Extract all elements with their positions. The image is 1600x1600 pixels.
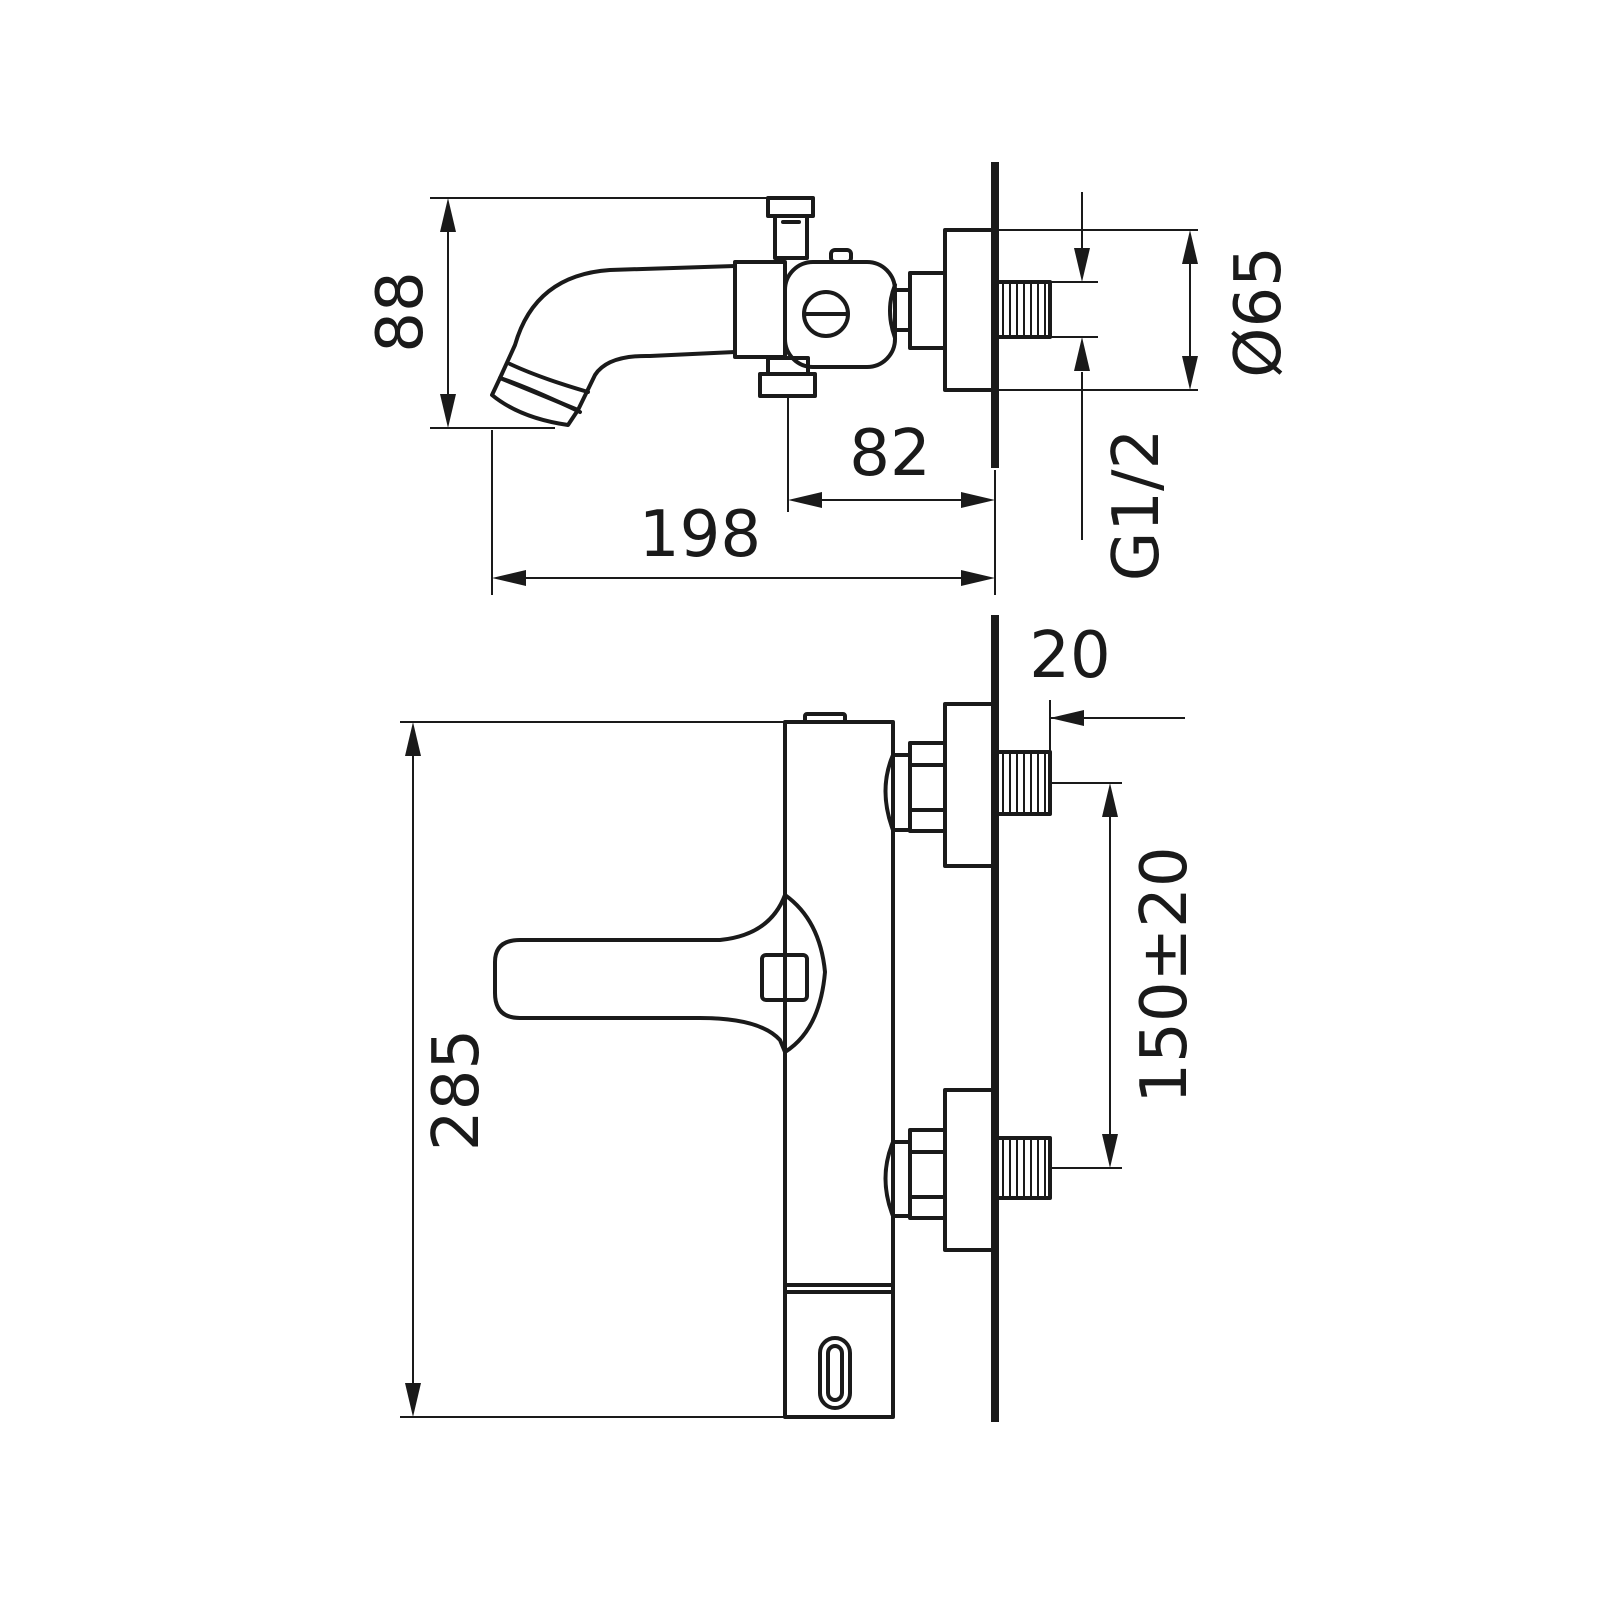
bottom-outlet-slot — [818, 1336, 852, 1410]
dim-label-198: 198 — [639, 498, 761, 572]
lower-rosette — [943, 1088, 997, 1252]
top-diverter-housing — [733, 260, 787, 359]
top-view: 88 Ø65 G1/2 82 — [364, 162, 1296, 595]
thermostat-column — [783, 720, 895, 1419]
dim-label-150: 150±20 — [1128, 846, 1202, 1103]
dim-150 — [1050, 782, 1122, 1169]
upper-rosette — [943, 702, 997, 868]
dim-label-thread: G1/2 — [1100, 429, 1174, 582]
dim-label-20: 20 — [1029, 619, 1110, 693]
top-thread-connector — [993, 280, 1052, 339]
dim-label-88: 88 — [364, 271, 438, 352]
lower-thread — [993, 1136, 1052, 1200]
dim-label-285: 285 — [420, 1029, 494, 1151]
dim-diameter — [945, 229, 1198, 391]
dim-285 — [400, 721, 805, 1418]
upper-hex-nut — [908, 741, 947, 833]
top-wall-rosette — [943, 228, 997, 392]
lower-hex-nut — [908, 1128, 947, 1220]
lever-handle — [493, 893, 827, 1054]
spout — [498, 264, 737, 412]
dim-88 — [430, 197, 768, 429]
dim-thread — [1050, 192, 1098, 540]
dim-label-diameter: Ø65 — [1222, 246, 1296, 378]
dim-label-82: 82 — [849, 417, 930, 491]
lever-button — [760, 953, 809, 1002]
diverter-knob — [766, 196, 815, 260]
dim-20 — [1049, 700, 1185, 752]
spout-aerator — [490, 376, 580, 427]
top-bottom-outlet — [758, 372, 817, 398]
upper-thread — [993, 750, 1052, 816]
top-hex-nut — [908, 271, 947, 350]
dim-198 — [491, 430, 996, 595]
front-view: 285 150±20 20 — [400, 615, 1202, 1422]
dim-82 — [787, 396, 995, 512]
